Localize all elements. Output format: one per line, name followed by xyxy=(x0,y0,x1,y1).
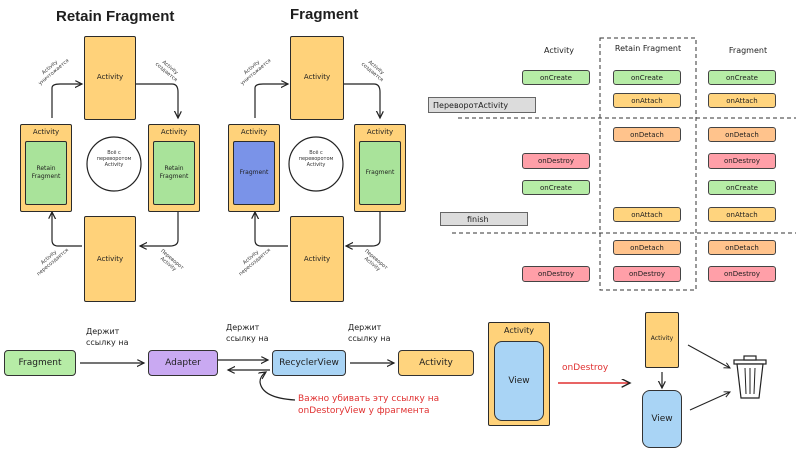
small-activity-box: Activity xyxy=(645,312,679,368)
chain-edge-label-3: Держит ссылку на xyxy=(348,323,391,343)
ondestroy-label: onDestroy xyxy=(562,363,609,373)
fragment-oncreate-pill: onCreate xyxy=(708,70,776,85)
fragment-onattach-pill: onAttach xyxy=(708,93,776,108)
fragment-cycle-label: Всё с переворотом Activity xyxy=(298,150,334,168)
activity-to-trash-arrow xyxy=(687,344,730,368)
fragment-arrow-bottom-right xyxy=(346,212,381,246)
fragment-oncreate-pill: onCreate xyxy=(708,180,776,195)
retain-fragment-box: Retain Fragment xyxy=(25,141,67,205)
retain-oncreate-pill: onCreate xyxy=(613,70,681,85)
retain-activity-right: Activity Retain Fragment xyxy=(148,124,200,212)
retain-activity-bottom: Activity xyxy=(84,216,136,302)
activity-label: Activity xyxy=(240,128,268,136)
fragment-box-blue: Fragment xyxy=(233,141,275,205)
view-to-trash-arrow xyxy=(689,392,730,411)
col-header-fragment: Fragment xyxy=(728,46,768,55)
fragment-ondetach-pill: onDetach xyxy=(708,240,776,255)
activity-label: Activity xyxy=(366,128,394,136)
fragment-activity-top: Activity xyxy=(290,36,344,120)
activity-oncreate-pill: onCreate xyxy=(522,70,590,85)
trash-can-icon xyxy=(733,355,767,399)
retain-fragment-box: Retain Fragment xyxy=(153,141,195,205)
fragment-activity-bottom: Activity xyxy=(290,216,344,302)
retain-activity-top: Activity xyxy=(84,36,136,120)
col-header-activity: Activity xyxy=(544,46,574,55)
retain-arrow-top-left xyxy=(51,84,82,118)
fragment-activity-right: Activity Fragment xyxy=(354,124,406,212)
retain-ondetach-pill: onDetach xyxy=(613,240,681,255)
activity-label: Activity xyxy=(96,73,124,81)
fragment-activity-left: Activity Fragment xyxy=(228,124,280,212)
event-finish: finish xyxy=(440,212,528,226)
fragment-arrow-top-left xyxy=(254,84,288,118)
chain-activity-node: Activity xyxy=(398,350,474,376)
activity-ondestroy-pill: onDestroy xyxy=(522,266,590,282)
leak-view-box: View xyxy=(494,341,544,421)
retain-onattach-pill: onAttach xyxy=(613,207,681,222)
retain-cycle-circle xyxy=(86,136,142,192)
fragment-ondestroy-pill: onDestroy xyxy=(708,266,776,282)
activity-ondestroy-pill: onDestroy xyxy=(522,153,590,169)
fragment-cycle-circle xyxy=(288,136,344,192)
retain-arrow-bottom-left xyxy=(52,212,82,247)
chain-edge-label-2: Держит ссылку на xyxy=(226,323,269,343)
activity-label: Activity xyxy=(650,335,674,342)
chain-edge-label-1: Держит ссылку на xyxy=(86,327,129,347)
retain-cycle-label: Всё с переворотом Activity xyxy=(96,150,132,168)
activity-label: Activity xyxy=(303,73,331,81)
retain-arrow-bottom-right xyxy=(140,212,179,246)
col-header-retain: Retain Fragment xyxy=(614,44,682,53)
fragment-box-green: Fragment xyxy=(359,141,401,205)
retain-title: Retain Fragment xyxy=(56,8,175,25)
retain-activity-left: Activity Retain Fragment xyxy=(20,124,72,212)
fragment-onattach-pill: onAttach xyxy=(708,207,776,222)
chain-warning-text: Важно убивать эту ссылку на onDestoryVie… xyxy=(298,394,440,416)
retain-column-frame xyxy=(599,37,697,291)
retain-ondestroy-pill: onDestroy xyxy=(613,266,681,282)
chain-fragment-node: Fragment xyxy=(4,350,76,376)
fragment-title: Fragment xyxy=(290,6,359,23)
chain-recyclerview-node: RecyclerView xyxy=(272,350,346,376)
fragment-arrow-top-right xyxy=(344,83,380,118)
activity-label: Activity xyxy=(32,128,60,136)
activity-label: Activity xyxy=(96,255,124,263)
leak-activity-box: Activity View xyxy=(488,322,550,426)
retain-arrow-top-right xyxy=(136,83,178,118)
warning-arrow xyxy=(260,372,296,401)
fragment-ondestroy-pill: onDestroy xyxy=(708,153,776,169)
retain-onattach-pill: onAttach xyxy=(613,93,681,108)
activity-label: Activity xyxy=(504,326,534,335)
retain-ondetach-pill: onDetach xyxy=(613,127,681,142)
chain-adapter-node: Adapter xyxy=(148,350,218,376)
small-view-box: View xyxy=(642,390,682,448)
fragment-arrow-bottom-left xyxy=(255,212,288,247)
fragment-ondetach-pill: onDetach xyxy=(708,127,776,142)
event-rotate: ПереворотActivity xyxy=(428,97,536,113)
activity-label: Activity xyxy=(303,255,331,263)
activity-oncreate-pill: onCreate xyxy=(522,180,590,195)
activity-label: Activity xyxy=(160,128,188,136)
